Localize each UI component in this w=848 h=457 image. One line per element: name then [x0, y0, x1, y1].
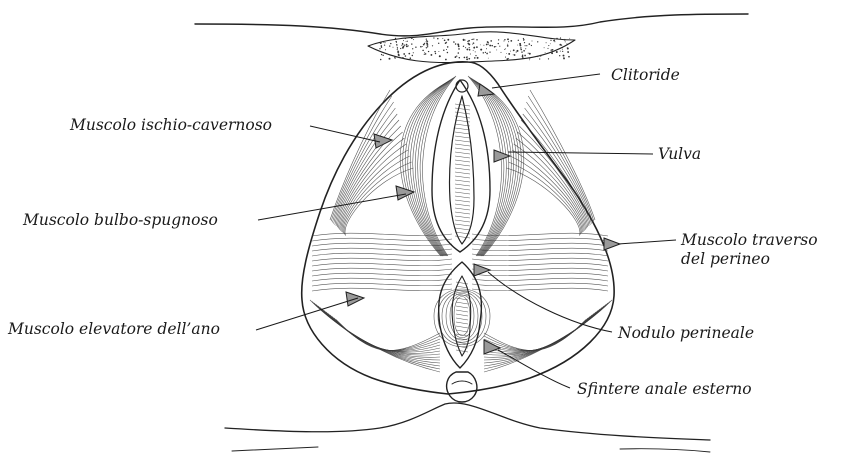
label-bulbo-spugnoso: Muscolo bulbo-spugnoso: [22, 211, 218, 229]
label-clitoride: Clitoride: [611, 66, 680, 84]
pubic-hair-stipple: [379, 37, 570, 60]
muscle-fibers: [310, 76, 612, 372]
label-sfintere-anale: Sfintere anale esterno: [577, 380, 752, 398]
label-nodulo-perineale: Nodulo perineale: [617, 324, 754, 342]
label-ischio-cavernoso: Muscolo ischio-cavernoso: [69, 116, 272, 134]
lower-body-contour: [225, 403, 710, 452]
arrow-markers: [346, 84, 620, 354]
label-traverso-line2: del perineo: [681, 250, 770, 268]
label-vulva: Vulva: [658, 145, 701, 163]
vulva-structure: [432, 80, 490, 252]
label-elevatore-ano: Muscolo elevatore dell’ano: [7, 320, 220, 338]
label-traverso-line1: Muscolo traverso: [680, 231, 818, 249]
anal-structure: [439, 262, 482, 402]
upper-body-contour: [195, 14, 748, 63]
